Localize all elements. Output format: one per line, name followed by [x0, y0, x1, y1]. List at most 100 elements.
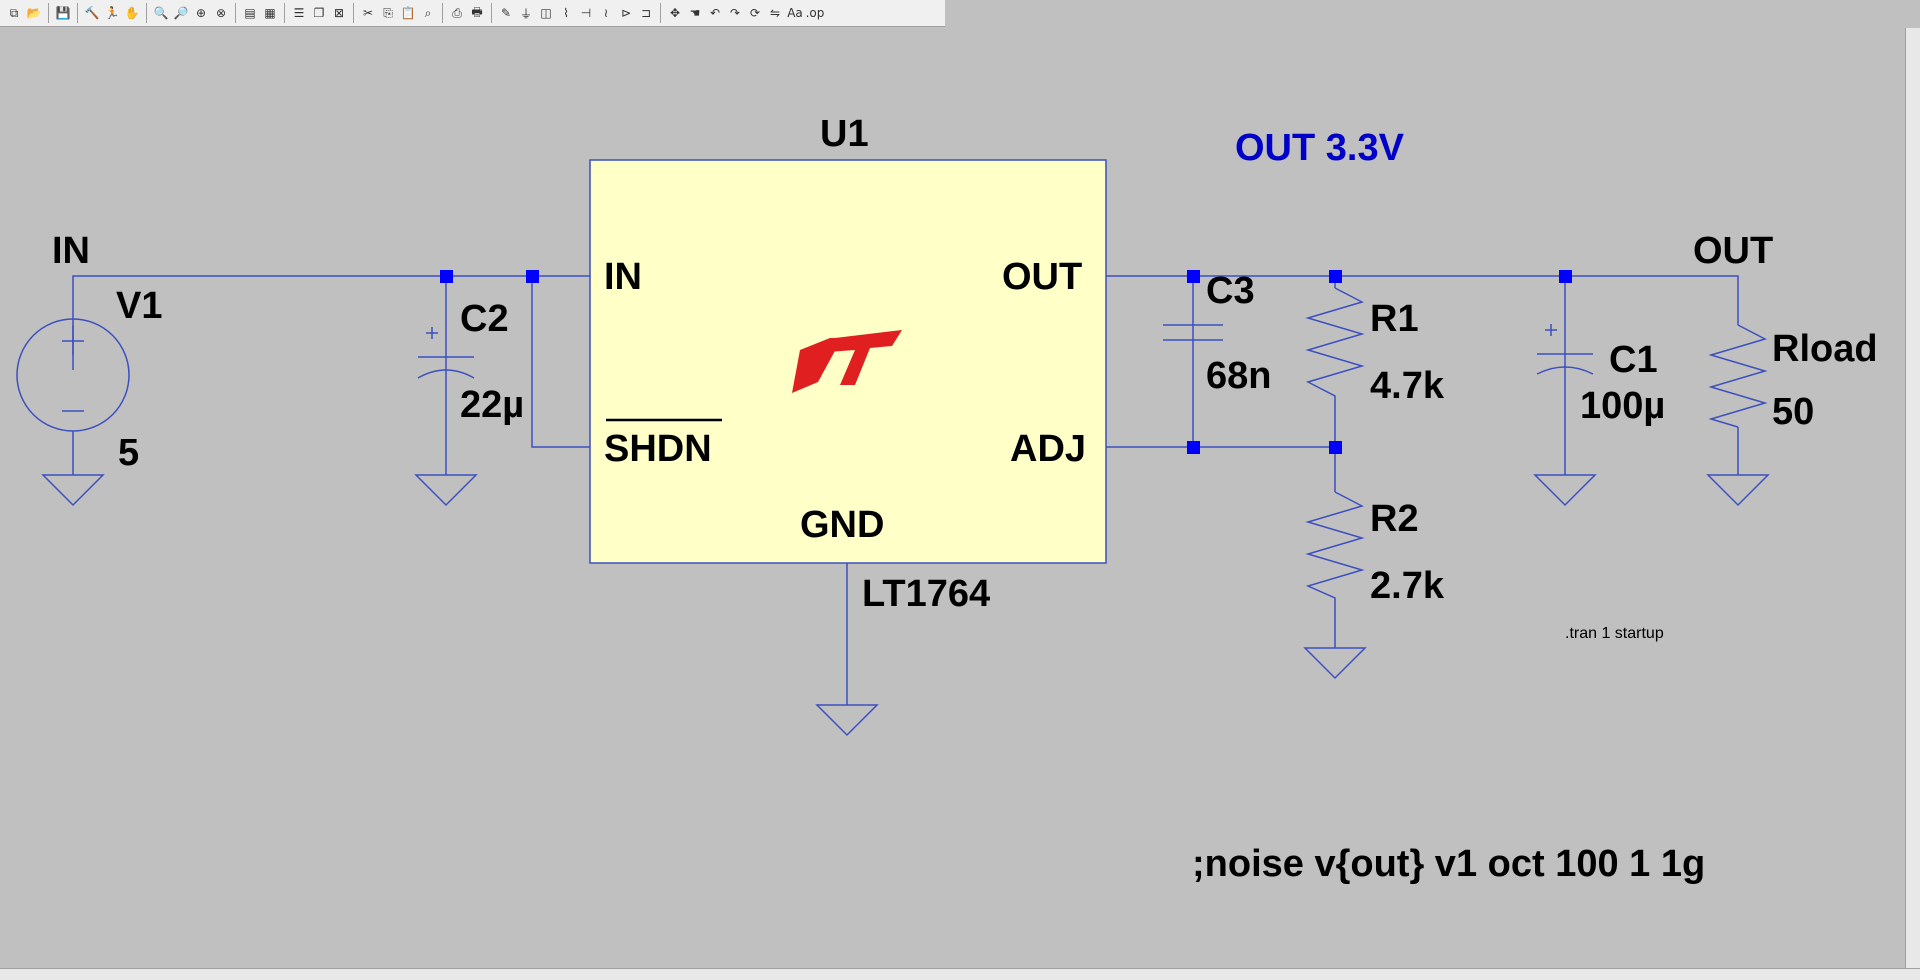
- grounds[interactable]: [41, 474, 1770, 737]
- close-windows-button[interactable]: ⊠: [329, 3, 349, 23]
- copy-button[interactable]: ⎘: [378, 3, 398, 23]
- pin-shdn-label: SHDN: [604, 428, 712, 470]
- net-out-label[interactable]: OUT: [1693, 230, 1773, 272]
- schematic-canvas[interactable]: IN OUT V1 5 C2 22µ U1 LT1764 IN SHDN OUT…: [0, 28, 1905, 968]
- c2-value[interactable]: 22µ: [460, 384, 524, 426]
- out-voltage-comment[interactable]: OUT 3.3V: [1235, 127, 1405, 169]
- c3-name[interactable]: C3: [1206, 270, 1255, 312]
- close-windows-icon: ⊠: [333, 6, 345, 20]
- c1-capacitor[interactable]: [1536, 324, 1594, 375]
- tile-horizontal-button[interactable]: ☰: [289, 3, 309, 23]
- print-preview-button[interactable]: ⎙: [447, 3, 467, 23]
- paste-button[interactable]: 📋: [398, 3, 418, 23]
- redo-button[interactable]: ↷: [725, 3, 745, 23]
- open-button[interactable]: 📂: [24, 3, 44, 23]
- c3-value[interactable]: 68n: [1206, 355, 1271, 397]
- schematic-svg[interactable]: IN OUT V1 5 C2 22µ U1 LT1764 IN SHDN OUT…: [0, 28, 1905, 968]
- ground-icon: ⏚: [519, 6, 532, 21]
- noise-comment[interactable]: ;noise v{out} v1 oct 100 1 1g: [1192, 843, 1705, 885]
- rload-name[interactable]: Rload: [1772, 328, 1878, 370]
- zoom-in-button[interactable]: 🔍: [151, 3, 171, 23]
- r1-value[interactable]: 4.7k: [1370, 365, 1445, 407]
- c2-capacitor[interactable]: [417, 327, 475, 379]
- pan-button[interactable]: ✋: [122, 3, 142, 23]
- zoom-cancel-button[interactable]: ⊗: [211, 3, 231, 23]
- run-button[interactable]: 🏃: [102, 3, 122, 23]
- move-icon: ✥: [669, 6, 681, 20]
- r1-name[interactable]: R1: [1370, 298, 1419, 340]
- zoom-cancel-icon: ⊗: [215, 6, 227, 20]
- r2-name[interactable]: R2: [1370, 498, 1419, 540]
- rload-value[interactable]: 50: [1772, 391, 1814, 433]
- u1-part[interactable]: LT1764: [862, 573, 990, 615]
- ground-button[interactable]: ⏚: [516, 3, 536, 23]
- toolbar-separator: [77, 3, 78, 23]
- undo-icon: ↶: [709, 6, 721, 20]
- wires[interactable]: [72, 275, 1739, 705]
- drag-button[interactable]: ☚: [685, 3, 705, 23]
- grid-icon: ▦: [264, 6, 276, 20]
- label-net-icon: ◫: [540, 6, 552, 20]
- net-in-label[interactable]: IN: [52, 230, 90, 272]
- cut-icon: ✂: [362, 6, 374, 20]
- r2-value[interactable]: 2.7k: [1370, 565, 1445, 607]
- control-panel-button[interactable]: 🔨: [82, 3, 102, 23]
- resistor-icon: ⌇: [563, 6, 569, 20]
- inductor-button[interactable]: ≀: [596, 3, 616, 23]
- c1-name[interactable]: C1: [1609, 339, 1658, 381]
- undo-button[interactable]: ↶: [705, 3, 725, 23]
- vertical-scrollbar[interactable]: [1905, 28, 1920, 968]
- toolbar-separator: [48, 3, 49, 23]
- resistor-button[interactable]: ⌇: [556, 3, 576, 23]
- autorange-icon: ▤: [244, 6, 256, 20]
- r2-resistor[interactable]: [1305, 491, 1365, 604]
- zoom-fit-button[interactable]: ⊕: [191, 3, 211, 23]
- tran-directive[interactable]: .tran 1 startup: [1565, 625, 1664, 642]
- pin-adj-label: ADJ: [1010, 428, 1086, 470]
- v1-value[interactable]: 5: [118, 432, 139, 474]
- v1-source[interactable]: [16, 318, 130, 475]
- drag-icon: ☚: [689, 6, 701, 20]
- toolbar-separator: [660, 3, 661, 23]
- wire-icon: ✎: [500, 6, 512, 20]
- label-net-button[interactable]: ◫: [536, 3, 556, 23]
- print-preview-icon: ⎙: [452, 5, 462, 20]
- rload-resistor[interactable]: [1708, 324, 1768, 428]
- c1-value[interactable]: 100µ: [1580, 385, 1665, 427]
- v1-name[interactable]: V1: [116, 285, 162, 327]
- rotate-button[interactable]: ⟳: [745, 3, 765, 23]
- component-button[interactable]: ⊐: [636, 3, 656, 23]
- capacitor-button[interactable]: ⊣: [576, 3, 596, 23]
- toolbar-separator: [146, 3, 147, 23]
- find-button[interactable]: ⌕: [418, 3, 438, 23]
- toolbar-separator: [353, 3, 354, 23]
- r1-resistor[interactable]: [1305, 287, 1365, 402]
- u1-ic-body[interactable]: [589, 159, 1107, 564]
- open-icon: 📂: [26, 6, 42, 20]
- c3-capacitor[interactable]: [1163, 324, 1223, 341]
- c2-name[interactable]: C2: [460, 298, 509, 340]
- grid-button[interactable]: ▦: [260, 3, 280, 23]
- wire-button[interactable]: ✎: [496, 3, 516, 23]
- ground-v1: [41, 474, 105, 507]
- lt-logo-icon: [792, 330, 902, 393]
- cascade-button[interactable]: ❐: [309, 3, 329, 23]
- move-button[interactable]: ✥: [665, 3, 685, 23]
- new-schematic-button[interactable]: ⧉: [4, 3, 24, 23]
- diode-button[interactable]: ⊳: [616, 3, 636, 23]
- u1-name[interactable]: U1: [820, 113, 869, 155]
- rotate-icon: ⟳: [749, 6, 761, 20]
- save-button[interactable]: 💾: [53, 3, 73, 23]
- text-button[interactable]: Aa: [785, 3, 805, 23]
- inductor-icon: ≀: [603, 6, 609, 20]
- spice-directive-icon: .op: [805, 6, 825, 20]
- cut-button[interactable]: ✂: [358, 3, 378, 23]
- toolbar-separator: [284, 3, 285, 23]
- mirror-button[interactable]: ⇋: [765, 3, 785, 23]
- zoom-out-button[interactable]: 🔎: [171, 3, 191, 23]
- autorange-button[interactable]: ▤: [240, 3, 260, 23]
- print-button[interactable]: 🖶: [467, 3, 487, 23]
- redo-icon: ↷: [729, 6, 741, 20]
- horizontal-scrollbar[interactable]: [0, 968, 1920, 980]
- spice-directive-button[interactable]: .op: [805, 3, 825, 23]
